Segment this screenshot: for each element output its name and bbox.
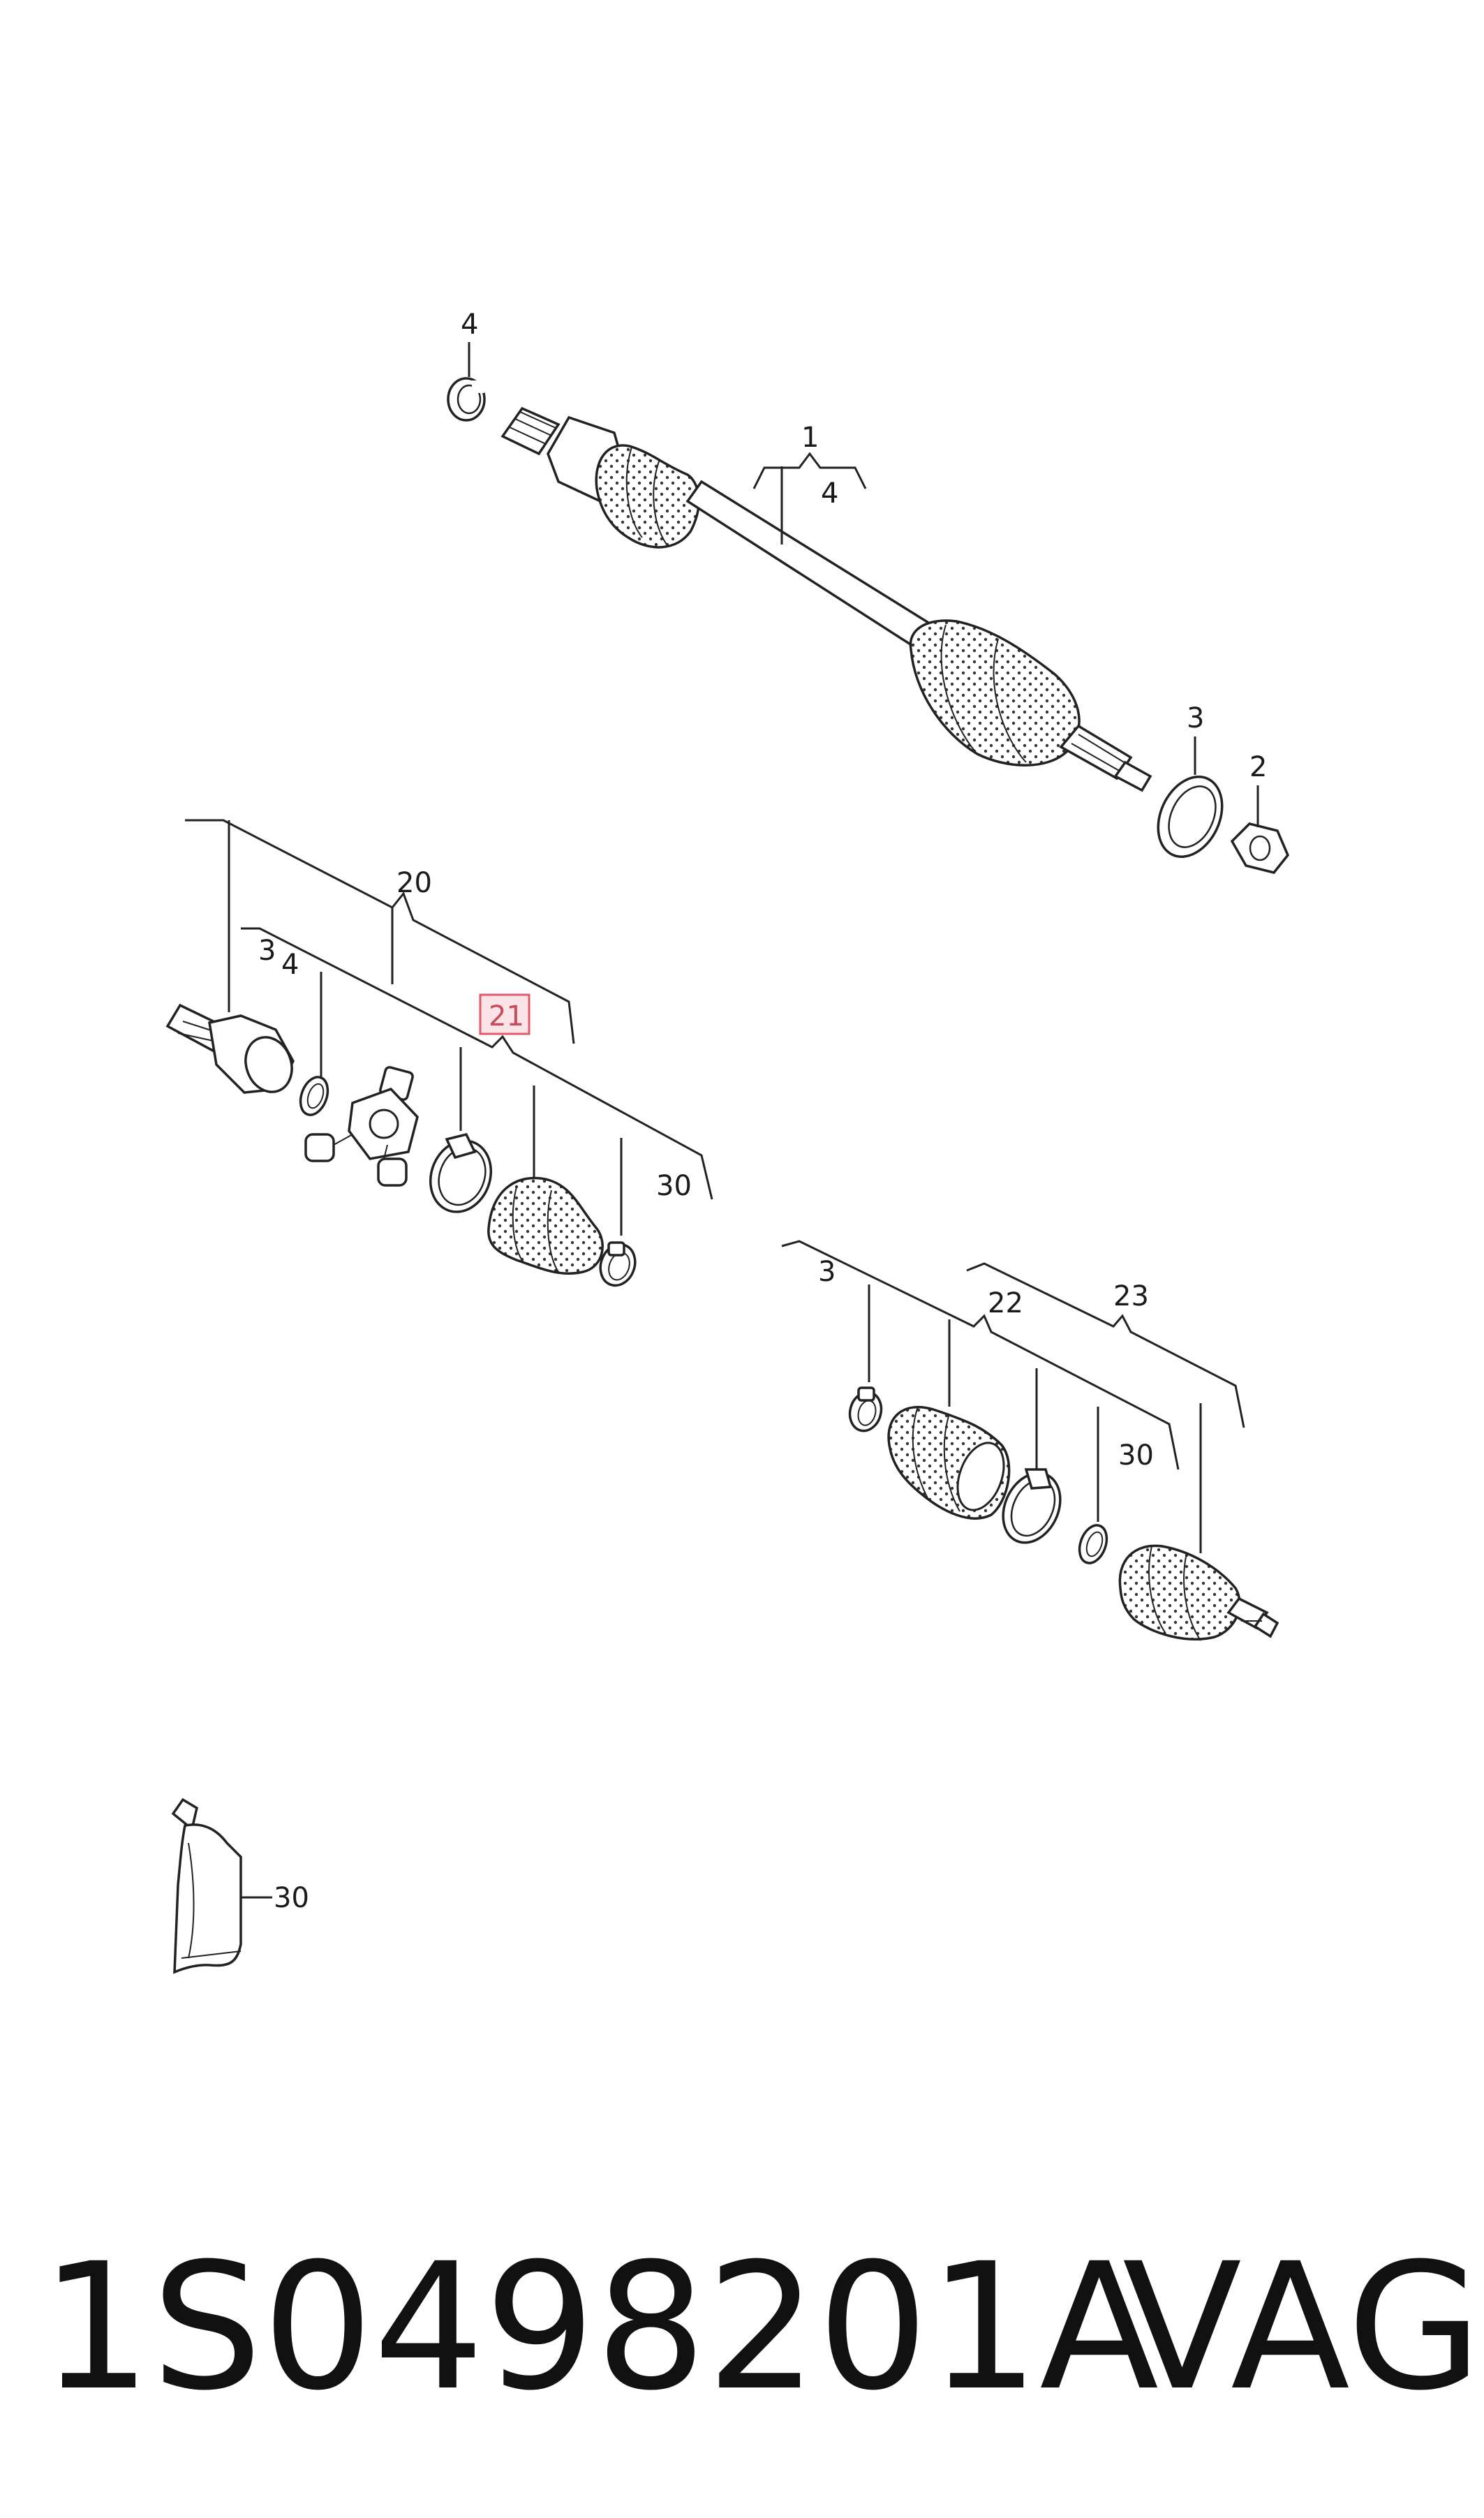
- callout-4-bracket: 4: [821, 477, 838, 510]
- bracket-21: [241, 927, 713, 1236]
- boot-mid: [487, 1176, 604, 1275]
- callout-3-right: 3: [818, 1256, 836, 1288]
- callout-21: 21: [489, 1000, 524, 1032]
- bracket-1: [752, 452, 867, 545]
- inner-joint: [165, 1003, 295, 1094]
- callout-21-highlight: [479, 993, 530, 1035]
- brand-label: VAG: [1122, 2226, 1482, 2429]
- callout-30-tube: 30: [274, 1882, 309, 1914]
- callout-22: 22: [988, 1287, 1023, 1319]
- shaft-bar: [685, 480, 934, 650]
- circlip-mid: [299, 1076, 329, 1116]
- clamp-small-right: [848, 1386, 883, 1432]
- bracket-22: [781, 1240, 1180, 1522]
- callout-3-mid: 3: [258, 935, 276, 967]
- callout-1: 1: [801, 422, 819, 454]
- circlip-top: [447, 377, 486, 422]
- grease-tube: [171, 1798, 242, 1974]
- outer-stub: [1059, 724, 1152, 792]
- bracket-20: [185, 819, 575, 1044]
- callout-4-mid: 4: [281, 949, 299, 981]
- part-number-label: 1S0498201A: [40, 2226, 1159, 2429]
- callout-23: 23: [1113, 1280, 1149, 1312]
- tripod-spider: [304, 1066, 419, 1187]
- inner-spline-end: [500, 406, 561, 456]
- callout-30-mid: 30: [656, 1170, 692, 1202]
- outer-joint: [1118, 1544, 1279, 1641]
- clamp-band-right: [1002, 1468, 1062, 1544]
- inner-boot: [595, 444, 700, 549]
- callout-20: 20: [396, 867, 432, 899]
- clamp-small-mid: [599, 1241, 637, 1287]
- seal-ring: [1157, 776, 1224, 858]
- circlip-right: [1078, 1524, 1108, 1564]
- callout-2: 2: [1249, 751, 1267, 783]
- drive-shaft-assembly: [500, 406, 1152, 792]
- clamp-band-large: [429, 1132, 493, 1213]
- callout-30-right: 30: [1118, 1439, 1154, 1472]
- callout-4-top: 4: [461, 309, 478, 341]
- bracket-23: [966, 1262, 1245, 1553]
- hex-nut: [1230, 822, 1290, 874]
- callout-3-top: 3: [1187, 702, 1204, 734]
